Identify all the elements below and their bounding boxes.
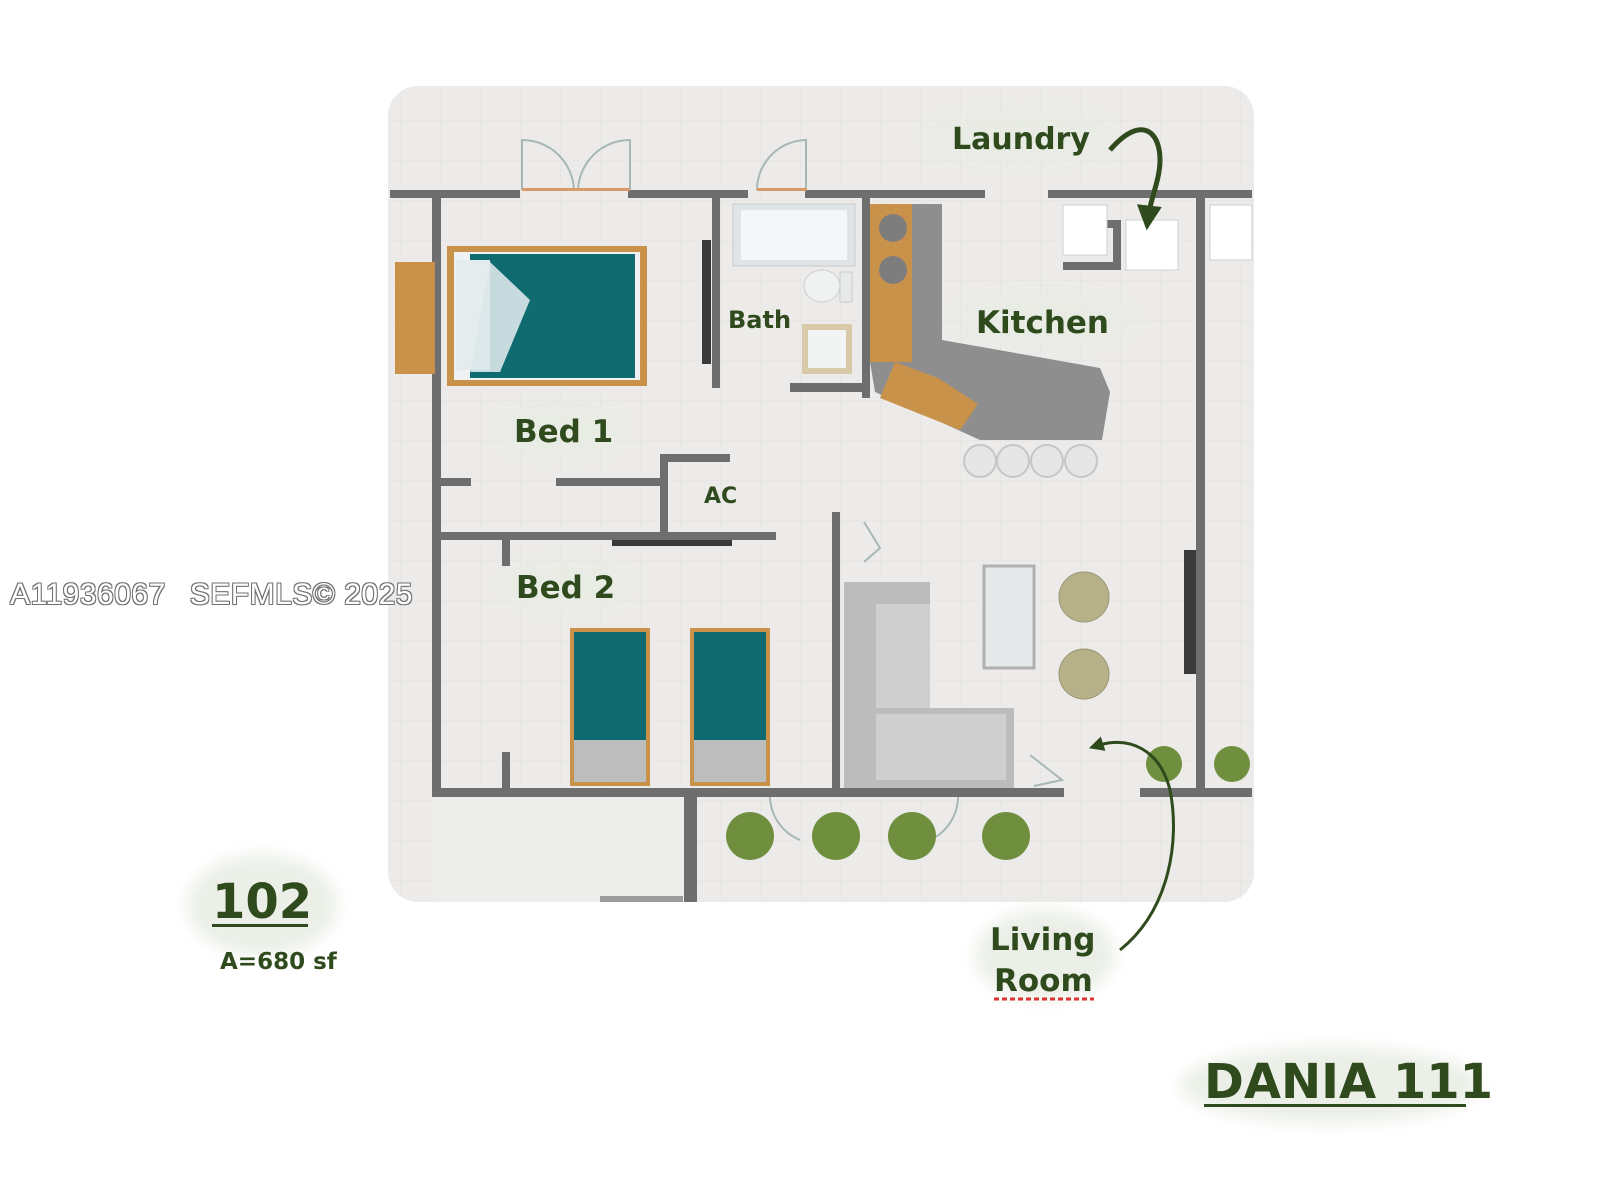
room-label-bed1: Bed 1 [514, 414, 613, 450]
room-label-room: Room [994, 963, 1093, 999]
room-label-ac: AC [704, 484, 737, 509]
bed-icon [395, 246, 647, 386]
ottoman-icon [1058, 571, 1110, 700]
unit-number-underline [212, 924, 308, 927]
patio-step [600, 896, 683, 902]
room-label-laundry: Laundry [952, 122, 1090, 157]
kitchen-counter [870, 204, 1110, 440]
sofa-icon [844, 582, 1014, 788]
unit-number: 102 [212, 874, 312, 930]
room-label-bath: Bath [728, 306, 791, 334]
patio-block [433, 797, 683, 902]
room-label-bed2: Bed 2 [516, 570, 615, 606]
shower-icon [732, 203, 856, 267]
room-label-kitchen: Kitchen [976, 305, 1109, 341]
laundry-machines [1062, 204, 1253, 271]
arrow-icon [1108, 127, 1163, 231]
tv-icon [1184, 550, 1196, 674]
mls-copyright: SEFMLS© 2025 [189, 578, 413, 611]
tv-icon [612, 540, 732, 546]
stool-icon [963, 444, 1098, 478]
building-name-underline [1204, 1104, 1466, 1107]
building-name: DANIA 111 [1204, 1054, 1493, 1110]
coffee-table [982, 564, 1036, 670]
tv-icon [702, 240, 711, 364]
plant-icon [726, 746, 1250, 860]
bed-icon [570, 628, 770, 786]
mls-watermark: A11936067 SEFMLS© 2025 [10, 578, 437, 612]
unit-area: A=680 sf [220, 949, 338, 975]
mls-id: A11936067 [10, 578, 166, 611]
room-label-living: Living [990, 922, 1095, 958]
arrow-icon [1088, 736, 1175, 952]
toilet-icon [803, 269, 853, 303]
